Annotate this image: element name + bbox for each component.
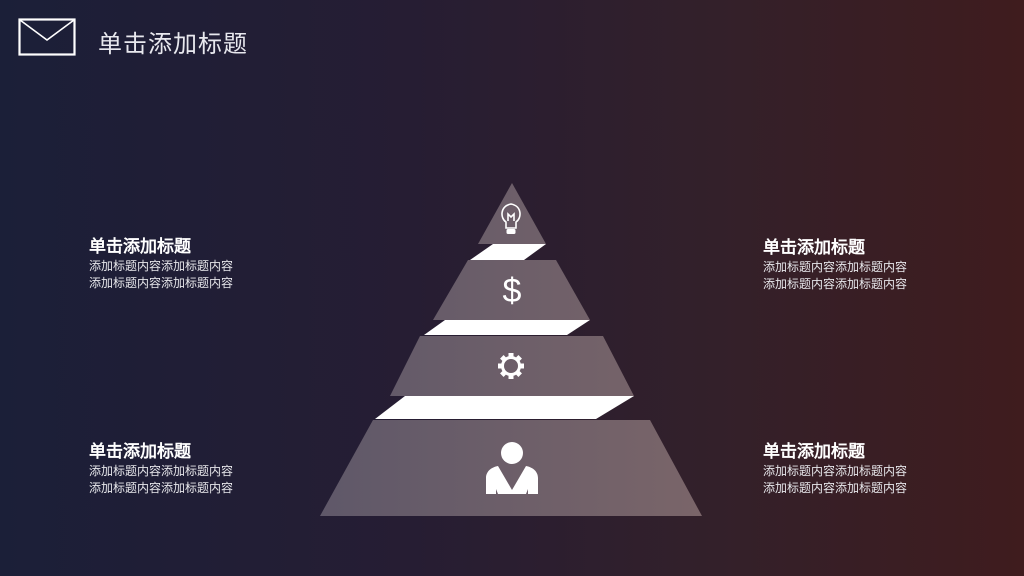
gear-icon: [498, 353, 524, 379]
text-block-line[interactable]: 添加标题内容添加标题内容: [763, 464, 908, 478]
text-block-bottom-left: 单击添加标题 添加标题内容添加标题内容 添加标题内容添加标题内容: [89, 441, 289, 497]
text-block-title[interactable]: 单击添加标题: [763, 442, 865, 462]
text-block-line[interactable]: 添加标题内容添加标题内容: [89, 464, 234, 478]
dollar-icon: $: [503, 272, 522, 310]
text-block-title[interactable]: 单击添加标题: [89, 237, 191, 257]
pyramid-tier-3[interactable]: [390, 336, 634, 396]
slide-header: [18, 18, 76, 56]
text-block-top-left: 单击添加标题 添加标题内容添加标题内容 添加标题内容添加标题内容: [89, 236, 289, 292]
pyramid-tier-1[interactable]: [478, 183, 546, 244]
lightbulb-icon: [501, 203, 521, 234]
mail-icon: [18, 18, 76, 56]
text-block-line[interactable]: 添加标题内容添加标题内容: [763, 481, 908, 495]
text-block-line[interactable]: 添加标题内容添加标题内容: [763, 277, 908, 291]
pyramid-tier-4[interactable]: [320, 420, 702, 516]
text-block-line[interactable]: 添加标题内容添加标题内容: [763, 260, 908, 274]
text-block-top-right: 单击添加标题 添加标题内容添加标题内容 添加标题内容添加标题内容: [763, 237, 963, 293]
pyramid-separator-3: [375, 396, 634, 419]
text-block-bottom-right: 单击添加标题 添加标题内容添加标题内容 添加标题内容添加标题内容: [763, 441, 963, 497]
text-block-title[interactable]: 单击添加标题: [763, 238, 865, 258]
person-icon: [486, 442, 538, 494]
text-block-title[interactable]: 单击添加标题: [89, 442, 191, 462]
text-block-line[interactable]: 添加标题内容添加标题内容: [89, 259, 234, 273]
pyramid-separator-1: [470, 244, 546, 260]
pyramid-separator-2: [424, 320, 590, 335]
text-block-line[interactable]: 添加标题内容添加标题内容: [89, 276, 234, 290]
pyramid-tier-2[interactable]: $: [433, 260, 590, 320]
text-block-line[interactable]: 添加标题内容添加标题内容: [89, 481, 234, 495]
slide-title[interactable]: 单击添加标题: [98, 30, 248, 58]
